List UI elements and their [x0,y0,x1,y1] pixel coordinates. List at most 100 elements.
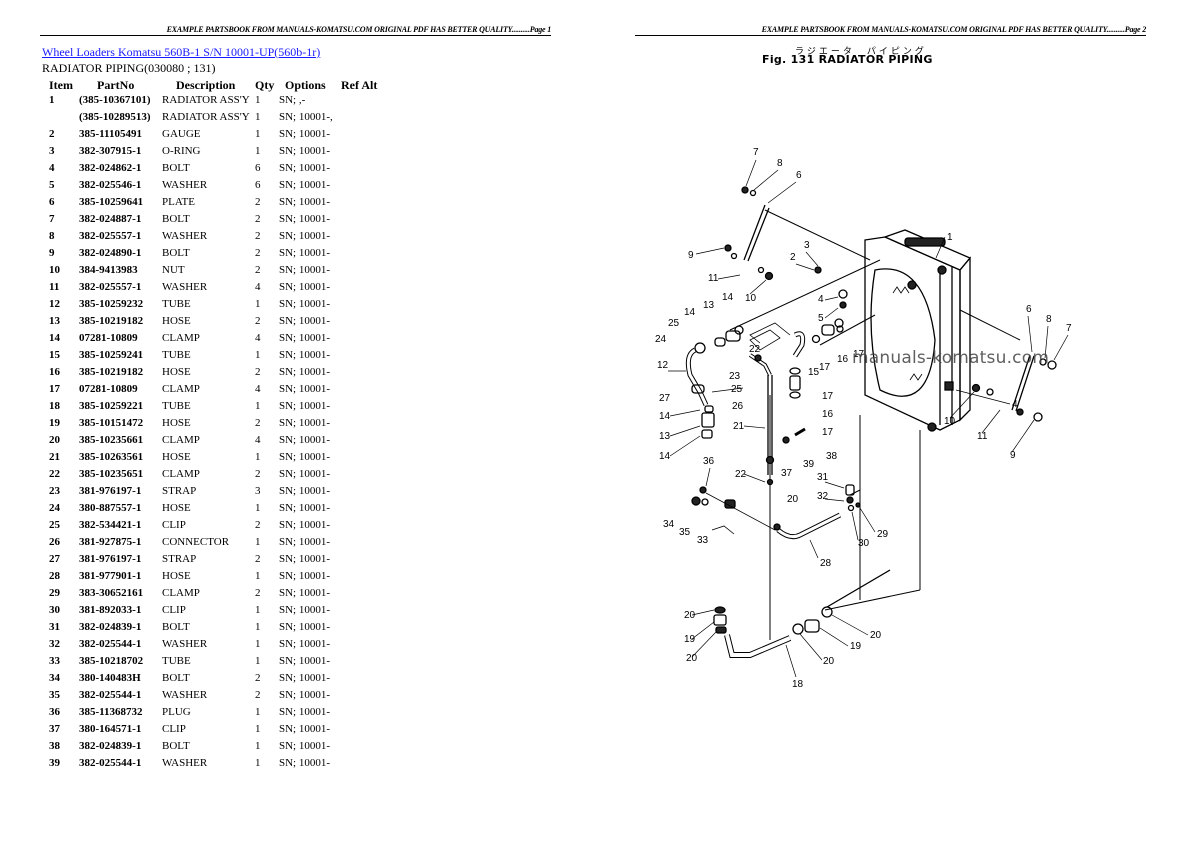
part-number: 385-10151472 [79,417,144,429]
callout-label: 23 [729,371,741,382]
part-number: 385-10218702 [79,655,144,667]
item-number: 10 [49,264,60,276]
part-options: SN; 10001- [279,179,331,191]
item-number: 23 [49,485,60,497]
part-options: SN; 10001- [279,145,331,157]
part-number: 382-024839-1 [79,621,142,633]
item-number: 22 [49,468,60,480]
part-description: BOLT [162,162,190,174]
callout-label: 21 [733,421,745,432]
part-description: O-RING [162,145,201,157]
part-options: SN; 10001- [279,247,331,259]
callout-label: 24 [655,334,667,345]
part-quantity: 1 [255,757,261,769]
part-quantity: 2 [255,468,261,480]
item-number: 9 [49,247,55,259]
part-quantity: 4 [255,281,261,293]
machine-title-link[interactable]: Wheel Loaders Komatsu 560B-1 S/N 10001-U… [42,45,321,59]
part-quantity: 1 [255,145,261,157]
item-number: 7 [49,213,55,225]
callout-label: 10 [745,293,757,304]
callout-label: 12 [657,360,669,371]
part-options: SN; 10001- [279,655,331,667]
part-number: (385-10289513) [79,111,151,123]
part-description: HOSE [162,502,191,514]
page-header: EXAMPLE PARTSBOOK FROM MANUALS-KOMATSU.C… [40,25,551,36]
part-options: SN; 10001- [279,536,331,548]
col-item: Item [49,78,73,92]
part-number: 385-11368732 [79,706,143,718]
part-quantity: 2 [255,553,261,565]
part-options: SN; 10001- [279,689,331,701]
part-options: SN; 10001- [279,502,331,514]
part-description: BOLT [162,621,190,633]
part-description: CLAMP [162,332,200,344]
item-number: 2 [49,128,55,140]
part-quantity: 4 [255,434,261,446]
part-quantity: 1 [255,570,261,582]
figure-japanese-title: ラジエータ パイピング [795,47,927,57]
item-number: 20 [49,434,60,446]
part-options: SN; 10001- [279,740,331,752]
part-options: SN; 10001- [279,672,331,684]
item-number: 30 [49,604,60,616]
part-description: PLATE [162,196,195,208]
part-quantity: 2 [255,366,261,378]
part-description: TUBE [162,400,191,412]
callout-label: 19 [684,634,696,645]
callout-label: 20 [684,610,696,621]
part-number: 385-10219182 [79,315,144,327]
part-description: STRAP [162,553,197,565]
part-quantity: 1 [255,298,261,310]
callout-label: 13 [659,431,671,442]
callout-label: 17 [822,427,834,438]
part-number: 380-164571-1 [79,723,142,735]
part-options: SN; 10001- [279,485,331,497]
item-number: 5 [49,179,55,191]
callout-label: 29 [877,529,889,540]
section-title: RADIATOR PIPING(030080 ; 131) [42,61,216,75]
item-number: 33 [49,655,60,667]
part-quantity: 4 [255,383,261,395]
part-quantity: 2 [255,247,261,259]
part-options: SN; 10001- [279,332,331,344]
part-quantity: 3 [255,485,261,497]
part-description: WASHER [162,281,208,293]
callout-label: 31 [817,472,829,483]
part-description: PLUG [162,706,191,718]
part-options: SN; 10001- [279,570,331,582]
callout-label: 8 [1046,314,1052,325]
part-quantity: 1 [255,111,261,123]
item-number: 35 [49,689,60,701]
part-description: WASHER [162,757,208,769]
callout-label: 6 [796,170,802,181]
part-description: WASHER [162,689,208,701]
page-2: EXAMPLE PARTSBOOK FROM MANUALS-KOMATSU.C… [595,0,1190,842]
part-description: TUBE [162,298,191,310]
part-quantity: 1 [255,621,261,633]
callout-label: 25 [668,318,680,329]
callout-label: 14 [684,307,696,318]
part-description: WASHER [162,179,208,191]
part-options: SN; 10001- [279,400,331,412]
callout-label: 10 [944,416,956,427]
part-options: SN; 10001- [279,604,331,616]
part-options: SN; 10001- [279,349,331,361]
callout-label: 20 [823,656,835,667]
part-quantity: 1 [255,655,261,667]
part-quantity: 1 [255,638,261,650]
callout-label: 3 [804,240,810,251]
col-partno: PartNo [97,78,135,92]
part-number: 385-10235651 [79,468,144,480]
item-number: 39 [49,757,60,769]
callout-label: 20 [787,494,799,505]
part-quantity: 2 [255,689,261,701]
part-quantity: 1 [255,723,261,735]
callout-label: 1 [947,232,953,243]
part-quantity: 1 [255,451,261,463]
part-quantity: 2 [255,587,261,599]
col-options: Options [285,78,326,92]
part-quantity: 1 [255,349,261,361]
part-quantity: 2 [255,213,261,225]
